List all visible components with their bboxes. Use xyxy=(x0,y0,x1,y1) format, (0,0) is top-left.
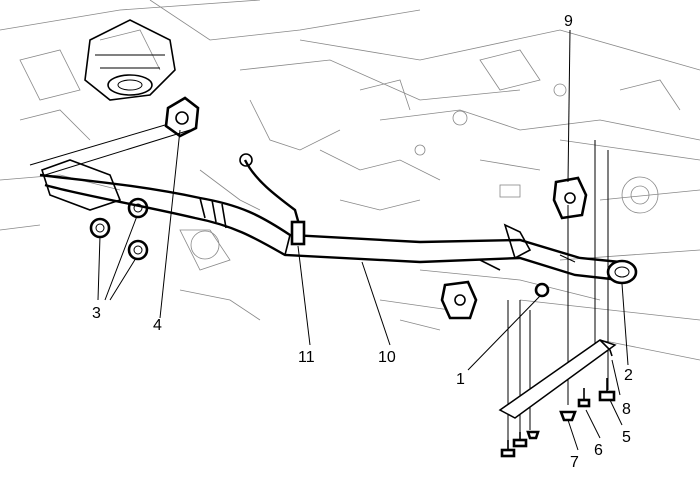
front-flange xyxy=(41,159,122,211)
bracket-8 xyxy=(498,339,617,419)
callout-labels: 3 4 11 10 1 2 8 5 6 7 9 xyxy=(92,13,633,471)
chassis-background xyxy=(0,0,700,361)
exhaust-seal-2 xyxy=(606,259,638,285)
lower-bolts xyxy=(500,430,540,458)
lower-hanger-insulator xyxy=(440,280,478,320)
callout-10: 10 xyxy=(378,349,396,366)
exhaust-gasket-4 xyxy=(164,96,200,138)
catalytic-converter xyxy=(84,19,176,101)
callout-5: 5 xyxy=(622,429,631,446)
oxygen-sensor-11 xyxy=(239,153,306,246)
nut-7 xyxy=(559,410,577,422)
bolt-5 xyxy=(598,378,616,402)
callout-6: 6 xyxy=(594,442,603,459)
exhaust-pipe-10 xyxy=(39,173,621,282)
bolt-6 xyxy=(577,388,591,408)
rear-pipe-section xyxy=(479,223,576,271)
stud-lines xyxy=(29,124,191,176)
callout-2: 2 xyxy=(624,367,633,384)
callout-11: 11 xyxy=(298,349,315,366)
callout-3: 3 xyxy=(92,305,101,322)
callout-1: 1 xyxy=(456,371,465,388)
nut-1 xyxy=(534,282,550,298)
callout-9: 9 xyxy=(564,13,573,30)
callout-8: 8 xyxy=(622,401,631,418)
callout-7: 7 xyxy=(570,454,579,471)
leader-lines xyxy=(97,29,629,451)
callout-4: 4 xyxy=(153,317,162,334)
hanger-insulator-9 xyxy=(552,176,588,220)
